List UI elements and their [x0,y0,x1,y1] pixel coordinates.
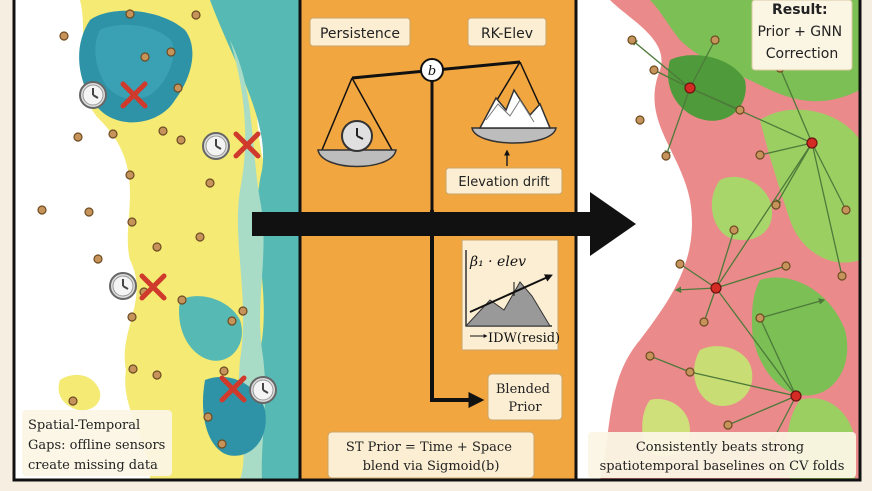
blended-prior-box [487,373,563,421]
result-line-3: Correction [766,46,838,62]
elevation-drift-label: Elevation drift [458,175,549,190]
persistence-label-box [309,17,411,47]
left-caption-line-3: create missing data [28,458,158,473]
result-label: Result: Prior + GNN Correction [757,2,846,62]
offline-sensor-clock-icons [79,81,277,404]
panel-borders [12,0,862,482]
center-orange-panel: Persistence RK-Elev b [300,0,576,480]
regression-mini-chart: β₁ · elev IDW(resid) [461,239,560,351]
right-caption-line-2: spatiotemporal baselines on CV folds [600,459,845,474]
right-caption: Consistently beats strong spatiotemporal… [600,440,845,474]
center-caption: ST Prior = Time + Space blend via Sigmoi… [346,440,516,474]
beta-elev-label: β₁ · elev [469,254,526,270]
center-caption-box [327,431,535,479]
left-caption: Spatial-Temporal Gaps: offline sensors c… [28,418,169,473]
pivot-b-label: b [428,64,436,79]
main-flow-arrow [252,192,636,256]
balance-scale-icon [317,60,557,210]
persistence-clock-icon [341,120,373,152]
result-box [751,0,853,71]
right-caption-box [588,432,856,478]
rk-elev-label: RK-Elev [481,26,533,42]
left-caption-box [22,410,172,476]
left-caption-line-2: Gaps: offline sensors [28,438,165,453]
right-caption-line-1: Consistently beats strong [636,440,804,455]
mountain-icon [478,88,552,129]
idw-resid-label: IDW(resid) [488,331,560,346]
result-line-1: Result: [772,2,828,18]
blended-prior-line-2: Prior [508,400,542,415]
offline-cross-icons [120,81,261,403]
sensor-dots [37,9,248,449]
blended-prior-line-1: Blended [496,382,550,397]
blended-prior-label: Blended Prior [496,382,554,415]
left-caption-line-1: Spatial-Temporal [28,418,140,433]
left-map-panel: Spatial-Temporal Gaps: offline sensors c… [14,0,300,480]
pivot-b-node [420,58,444,82]
right-map-panel: Result: Prior + GNN Correction Consisten… [576,0,860,480]
rk-elev-label-box [467,17,547,47]
center-caption-line-1: ST Prior = Time + Space [346,440,512,455]
gnn-nodes [627,35,851,447]
result-line-2: Prior + GNN [757,24,842,40]
elevation-drift-box [445,167,563,195]
center-caption-line-2: blend via Sigmoid(b) [363,459,500,474]
flow-arrow-to-blended [430,210,485,408]
persistence-label: Persistence [320,26,400,42]
gnn-key-nodes [684,82,818,402]
gnn-edges [630,39,847,443]
